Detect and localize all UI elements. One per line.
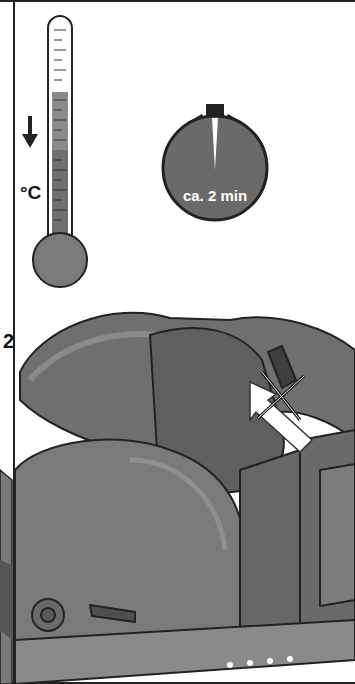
do-not-press-arrow [250,372,312,452]
stopwatch-timer: ca. 2 min [158,108,272,222]
timer-label: ca. 2 min [158,187,272,204]
thermometer [22,16,87,287]
stopwatch-outline [158,108,272,222]
step-number: 2 [3,330,14,353]
temperature-unit: °C [20,182,41,204]
circular-saw [15,313,355,684]
